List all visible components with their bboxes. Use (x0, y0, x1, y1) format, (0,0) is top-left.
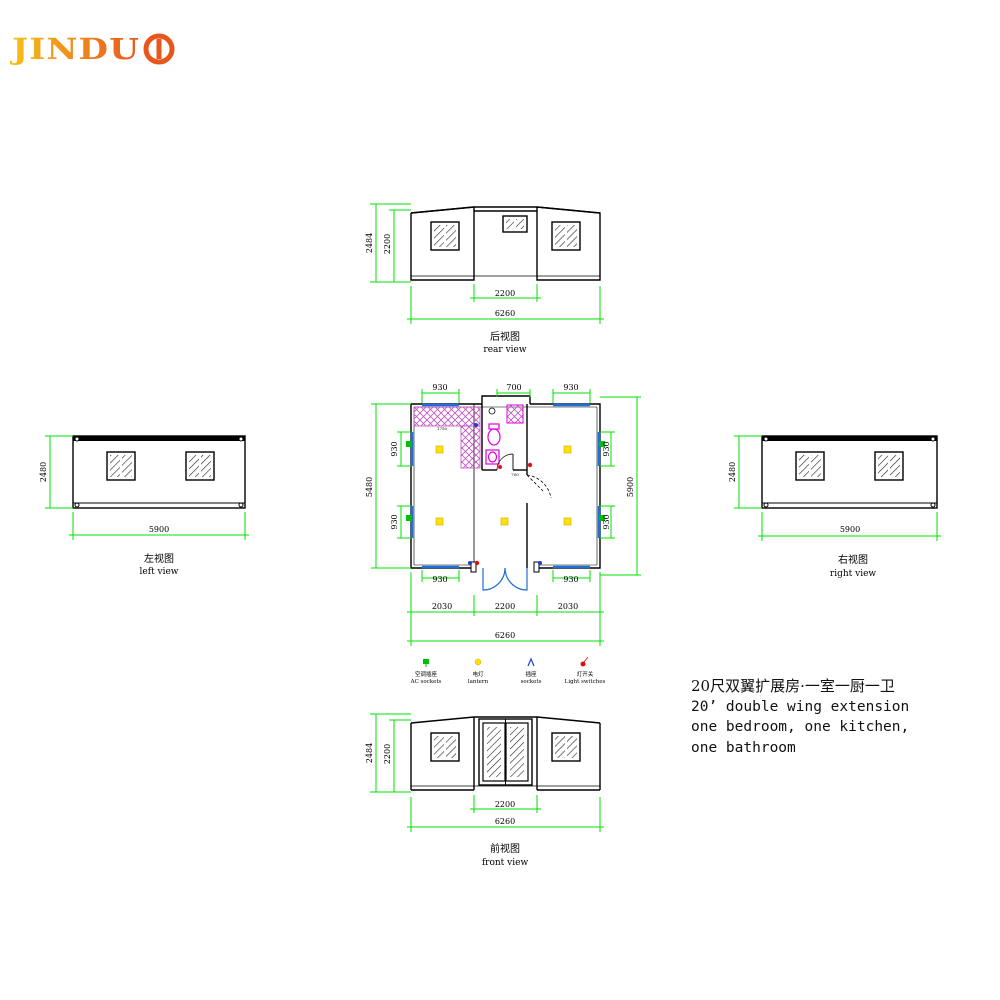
plan-dim-right-depth: 5900 (626, 477, 635, 497)
rear-dim-overall-width: 6260 (495, 309, 515, 318)
front-view-label-en: front view (482, 858, 529, 868)
rear-view-label-cn: 后视图 (490, 330, 520, 343)
rear-view-label-en: rear view (483, 345, 526, 355)
plan-dim-bottom-right-window: 930 (563, 575, 578, 584)
left-dim-length: 5900 (149, 525, 169, 534)
front-dim-overall-width: 6260 (495, 817, 515, 826)
rear-dim-center-width: 2200 (495, 289, 515, 298)
plan-dim-left-window-upper: 930 (390, 441, 399, 456)
interior-door (526, 474, 552, 499)
description-line-3: one bedroom, one kitchen, (691, 719, 910, 735)
toilet-icon (487, 423, 501, 446)
legend-item-ac-sockets: 空调插座 AC sockets (410, 659, 442, 685)
plan-dim-overall-width: 6260 (495, 631, 515, 640)
svg-text:空调插座: 空调插座 (415, 670, 438, 678)
plan-dim-bottom-left-window: 930 (432, 575, 447, 584)
front-window-left (430, 732, 460, 762)
light-switch-icon (474, 462, 533, 566)
svg-text:AC sockets: AC sockets (410, 679, 442, 685)
svg-text:电灯: 电灯 (472, 670, 484, 678)
front-double-door (478, 718, 533, 786)
socket-icon (468, 423, 542, 565)
plan-windows (410, 403, 601, 569)
jindu-logo: JINDU (10, 32, 175, 66)
ac-socket-icon (406, 441, 605, 521)
svg-text:Light switches: Light switches (565, 679, 606, 685)
description-line-2: 20’ double wing extension (691, 698, 910, 715)
lamp-icon (435, 445, 572, 526)
sink-icon (485, 449, 500, 465)
floor-plan: 1750 700 (365, 383, 641, 646)
right-view-label-en: right view (830, 569, 877, 579)
front-window-right (551, 732, 581, 762)
left-view-label-cn: 左视图 (144, 552, 174, 565)
logo-ring-icon (143, 33, 175, 65)
plan-dim-bottom-left-span: 2030 (432, 602, 452, 611)
description-title-cn: 20尺双翼扩展房·一室一厨一卫 (691, 677, 895, 695)
right-view-window-2 (874, 451, 904, 481)
plan-dim-bath-door: 700 (511, 472, 519, 477)
legend-item-sockets: 插座 sockets (521, 657, 542, 685)
svg-text:sockets: sockets (521, 679, 542, 685)
bathroom: 700 (485, 404, 524, 477)
rear-window-center (502, 215, 528, 233)
rear-view: 2484 2200 2200 6260 后视图 rear view (365, 203, 604, 355)
entry-double-door (482, 567, 528, 591)
plan-dim-top-right-window: 930 (563, 383, 578, 392)
plan-dim-right-window-upper: 930 (602, 441, 611, 456)
right-view-label-cn: 右视图 (838, 553, 868, 566)
rear-window-right (551, 221, 581, 251)
right-dim-length: 5900 (840, 525, 860, 534)
left-view-window-1 (106, 451, 136, 481)
left-dim-height: 2480 (39, 462, 48, 482)
product-description: 20尺双翼扩展房·一室一厨一卫 20’ double wing extensio… (691, 676, 991, 758)
rear-window-left (430, 221, 460, 251)
plan-dim-top-door: 700 (506, 383, 521, 392)
plan-dim-left-depth: 5480 (365, 477, 374, 497)
front-dim-wall-height: 2200 (383, 744, 392, 764)
plan-dim-top-left-window: 930 (432, 383, 447, 392)
front-view-label-cn: 前视图 (490, 842, 520, 855)
svg-text:灯开关: 灯开关 (577, 670, 594, 678)
description-line-4: one bathroom (691, 739, 796, 756)
right-dim-height: 2480 (728, 462, 737, 482)
svg-text:lantern: lantern (468, 679, 489, 685)
right-view: 2480 5900 右视图 right view (728, 435, 941, 579)
svg-text:插座: 插座 (525, 670, 537, 678)
plan-dim-left-window-lower: 930 (390, 514, 399, 529)
legend-item-lantern: 电灯 lantern (468, 658, 489, 685)
plan-dim-bottom-center-span: 2200 (495, 602, 515, 611)
left-view: 2480 5900 左视图 left view (39, 435, 249, 577)
rear-dim-wall-height: 2200 (383, 234, 392, 254)
legend-item-light-switches: 灯开关 Light switches (565, 656, 606, 685)
left-view-window-2 (185, 451, 215, 481)
legend: 空调插座 AC sockets 电灯 lantern 插座 sockets 灯开… (410, 656, 606, 685)
front-dim-total-height: 2484 (365, 743, 374, 763)
kitchen-counter: 1750 (413, 406, 481, 469)
plan-dim-bottom-right-span: 2030 (558, 602, 578, 611)
plan-dim-right-window-lower: 930 (602, 514, 611, 529)
front-view: 2484 2200 2200 6260 前视图 front view (365, 713, 604, 868)
left-view-label-en: left view (139, 567, 178, 577)
logo-wordmark: JINDU (10, 32, 140, 66)
plan-dim-counter: 1750 (437, 426, 448, 431)
right-view-window-1 (795, 451, 825, 481)
front-dim-center-width: 2200 (495, 800, 515, 809)
rear-dim-total-height: 2484 (365, 233, 374, 253)
